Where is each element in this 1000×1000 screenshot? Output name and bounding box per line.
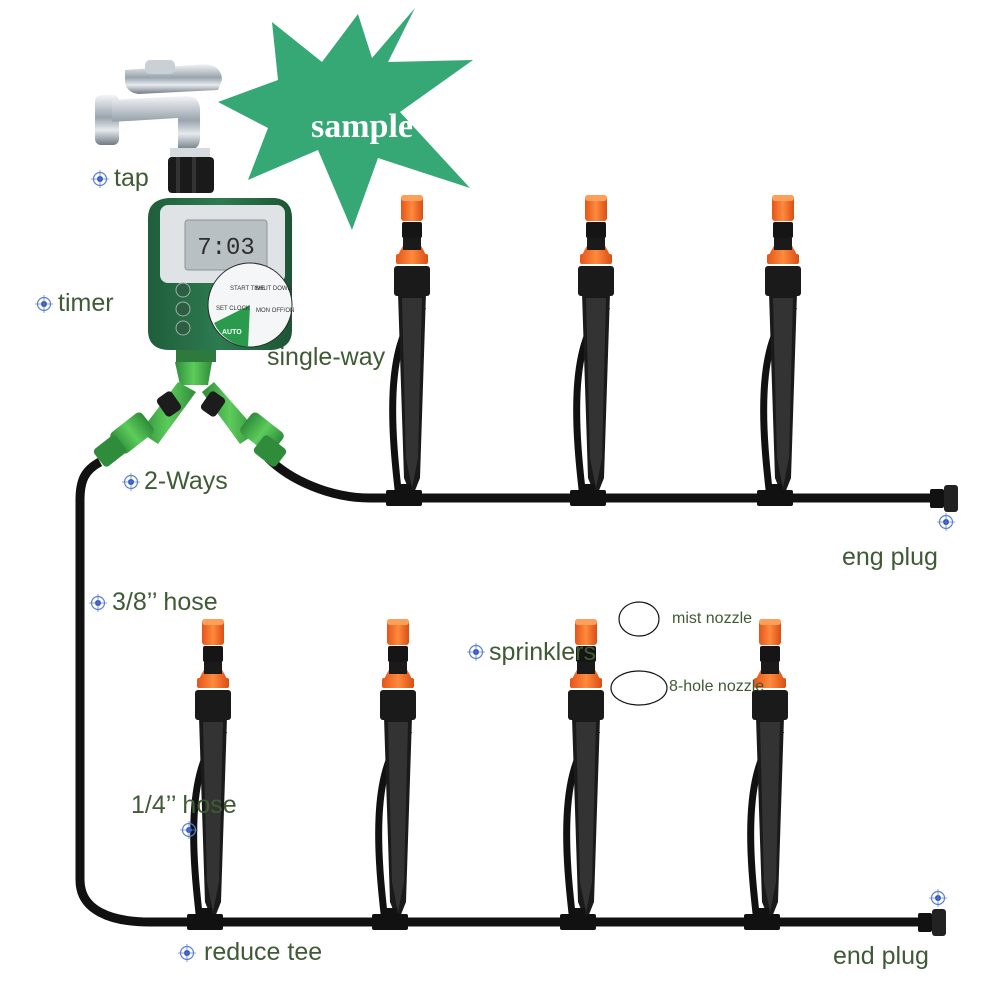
mist-nozzle-highlight	[618, 601, 660, 637]
sprinkler-top-2	[570, 195, 614, 506]
sprinkler-bottom-4	[744, 619, 788, 930]
timer-image: START TIME SHUT DOWN SET CLOCK MON OFF/O…	[148, 198, 294, 362]
label-reduce-tee: reduce tee	[204, 938, 323, 966]
label-tap: tap	[114, 164, 149, 192]
sample-stamp-text: sample	[311, 108, 413, 145]
tap-image	[95, 60, 222, 193]
sample-stamp: sample	[218, 8, 473, 230]
eng-plug-fitting	[930, 485, 958, 512]
label-hose-1-4: 1/4’’ hose	[131, 791, 237, 819]
end-plug-fitting	[918, 909, 946, 936]
svg-text:SET CLOCK: SET CLOCK	[216, 306, 250, 312]
label-mist-nozzle: mist nozzle	[672, 610, 753, 627]
svg-text:AUTO: AUTO	[222, 329, 242, 336]
sprinkler-top-1	[386, 195, 430, 506]
main-hose	[75, 454, 945, 927]
label-single-way: single-way	[267, 343, 386, 371]
sprinkler-top-3	[757, 195, 801, 506]
label-timer: timer	[58, 289, 114, 317]
sprinkler-bottom-1	[187, 619, 231, 930]
label-eng-plug: eng plug	[842, 543, 938, 571]
label-eight-hole-nozzle: 8-hole nozzle	[669, 678, 765, 695]
label-end-plug: end plug	[833, 942, 929, 970]
svg-text:START TIME: START TIME	[230, 286, 265, 292]
sprinkler-bottom-2	[372, 619, 416, 930]
svg-text:MON OFF/ON: MON OFF/ON	[256, 308, 294, 314]
label-two-ways: 2-Ways	[144, 467, 228, 495]
label-hose-3-8: 3/8’’ hose	[112, 588, 218, 616]
svg-text:SHUT DOWN: SHUT DOWN	[255, 286, 292, 292]
two-way-connector	[93, 362, 287, 467]
label-sprinklers: sprinklers	[489, 638, 596, 666]
timer-display: 7:03	[197, 235, 255, 262]
eight-hole-nozzle-highlight	[610, 670, 668, 706]
